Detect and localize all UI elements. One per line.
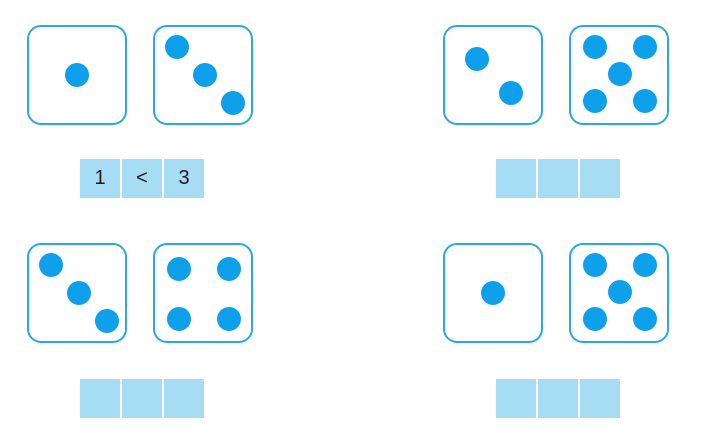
- answer-box-1[interactable]: 1 < 3: [80, 159, 204, 198]
- answer-cell-left[interactable]: [496, 379, 536, 418]
- pip-dot: [633, 307, 657, 331]
- answer-cell-right[interactable]: [580, 159, 620, 198]
- answer-cell-left[interactable]: [496, 159, 536, 198]
- pip-dot: [217, 257, 241, 281]
- answer-cell-sign[interactable]: [122, 379, 162, 418]
- answer-cell-sign[interactable]: <: [122, 159, 162, 198]
- pip-dot: [608, 62, 632, 86]
- pip-dot: [608, 280, 632, 304]
- pip-dot: [65, 63, 89, 87]
- die-face-5: [569, 25, 669, 125]
- answer-cell-left[interactable]: 1: [80, 159, 120, 198]
- pip-dot: [633, 35, 657, 59]
- answer-box-4[interactable]: [496, 379, 620, 418]
- pip-dot: [633, 253, 657, 277]
- pip-dot: [217, 307, 241, 331]
- answer-cell-left[interactable]: [80, 379, 120, 418]
- pip-dot: [95, 309, 119, 333]
- pip-dot: [167, 307, 191, 331]
- pip-dot: [481, 281, 505, 305]
- answer-cell-sign[interactable]: [538, 159, 578, 198]
- answer-cell-right[interactable]: [164, 379, 204, 418]
- answer-box-2[interactable]: [496, 159, 620, 198]
- answer-cell-sign[interactable]: [538, 379, 578, 418]
- answer-box-3[interactable]: [80, 379, 204, 418]
- die-face-1: [443, 243, 543, 343]
- pip-dot: [583, 307, 607, 331]
- pip-dot: [221, 91, 245, 115]
- pip-dot: [499, 81, 523, 105]
- pip-dot: [633, 89, 657, 113]
- pip-dot: [165, 35, 189, 59]
- die-face-2: [443, 25, 543, 125]
- die-face-1: [27, 25, 127, 125]
- die-face-3: [27, 243, 127, 343]
- pip-dot: [39, 253, 63, 277]
- die-face-3: [153, 25, 253, 125]
- answer-cell-right[interactable]: 3: [164, 159, 204, 198]
- pip-dot: [583, 89, 607, 113]
- answer-cell-right[interactable]: [580, 379, 620, 418]
- die-face-5: [569, 243, 669, 343]
- pip-dot: [583, 253, 607, 277]
- pip-dot: [583, 35, 607, 59]
- pip-dot: [67, 281, 91, 305]
- pip-dot: [193, 63, 217, 87]
- pip-dot: [167, 257, 191, 281]
- pip-dot: [465, 47, 489, 71]
- die-face-4: [153, 243, 253, 343]
